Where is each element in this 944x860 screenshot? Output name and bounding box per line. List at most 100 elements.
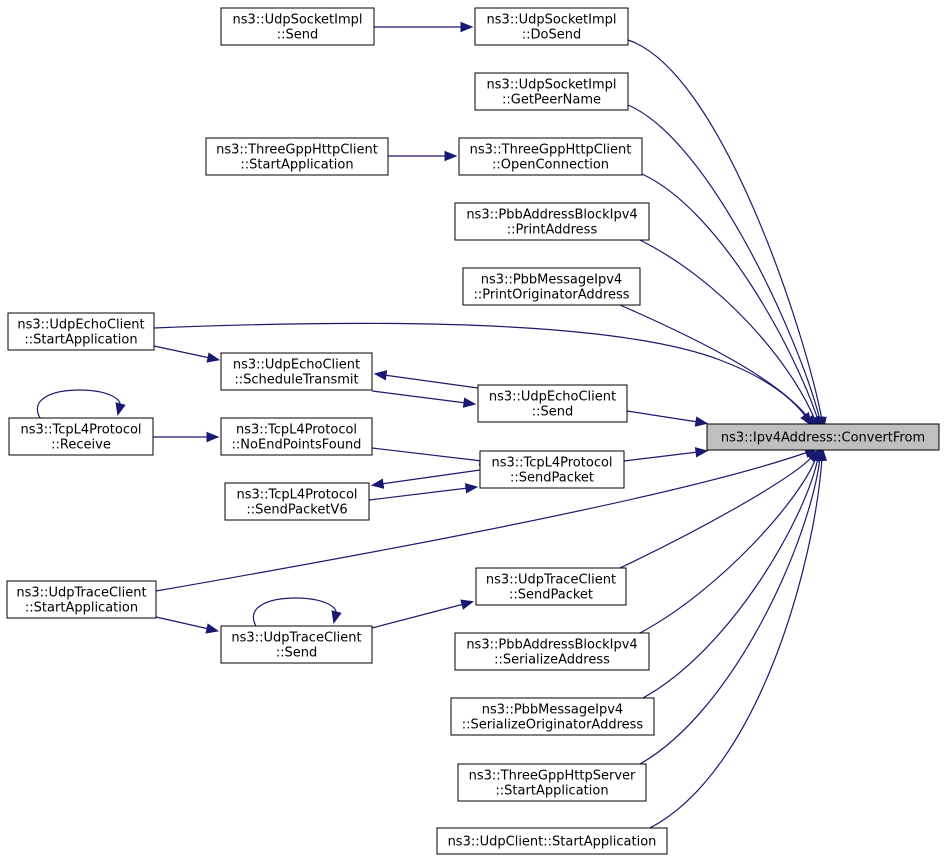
node-trace_send[interactable]: ns3::UdpTraceClient::Send (220, 625, 373, 664)
node-box (454, 202, 650, 241)
node-label-line: ns3::TcpL4Protocol (20, 423, 141, 438)
node-label-line: ns3::UdpSocketImpl (487, 78, 617, 93)
edge-line (641, 173, 819, 421)
node-label-line: ::GetPeerName (502, 93, 601, 108)
node-box (474, 7, 629, 46)
node-echo_startapp[interactable]: ns3::UdpEchoClient::StartApplication (7, 312, 155, 351)
arrowhead (373, 370, 388, 381)
edge-line (639, 457, 817, 634)
edge-line (619, 456, 813, 569)
edge-echo_startapp-to-convertfrom (153, 322, 813, 426)
node-label-line: ns3::UdpClient::StartApplication (448, 835, 657, 850)
node-box (475, 567, 627, 606)
node-label-line: ::NoEndPointsFound (232, 438, 362, 453)
edge-tcp_sendpacket-to-tcp_sendpacketv6 (370, 469, 481, 489)
node-label-line: ::Receive (51, 438, 111, 453)
node-box (457, 763, 647, 802)
node-box (458, 137, 643, 176)
edge-line (371, 603, 465, 629)
node-box (220, 625, 373, 664)
node-getpeername[interactable]: ns3::UdpSocketImpl::GetPeerName (474, 72, 629, 111)
node-box (8, 417, 154, 456)
node-udpclient_startapp[interactable]: ns3::UdpClient::StartApplication (436, 827, 668, 855)
arrowhead (115, 402, 126, 417)
node-udpsock_send[interactable]: ns3::UdpSocketImpl::Send (220, 7, 375, 46)
node-dosend[interactable]: ns3::UdpSocketImpl::DoSend (474, 7, 629, 46)
edge-tcp_noend-to-tcp_sendpacket (371, 447, 493, 466)
node-label-line: ns3::UdpEchoClient (489, 390, 616, 405)
edge-tcp_receive-to-tcp_receive (36, 389, 126, 419)
node-pbb_serializeorig[interactable]: ns3::PbbMessageIpv4::SerializeOriginator… (450, 697, 655, 736)
node-label-line: ns3::Ipv4Address::ConvertFrom (721, 431, 925, 446)
edge-trace_send-to-trace_send (252, 597, 342, 627)
node-tcp_noend[interactable]: ns3::TcpL4Protocol::NoEndPointsFound (220, 417, 373, 456)
node-tcp_sendpacket[interactable]: ns3::TcpL4Protocol::SendPacket (479, 450, 625, 489)
edge-trace_send-to-trace_sendpacket (371, 599, 474, 629)
node-box (454, 632, 650, 671)
node-label-line: ns3::ThreeGppHttpClient (216, 143, 378, 158)
edge-tcp_receive-to-tcp_noend (153, 431, 220, 443)
edge-line (383, 374, 479, 389)
edge-echo_startapp-to-echo_schedule (153, 345, 221, 363)
node-label-line: ::SendPacket (509, 588, 593, 603)
node-label-line: ns3::PbbMessageIpv4 (482, 703, 623, 718)
arrowhead (816, 447, 828, 461)
node-box (7, 312, 155, 351)
node-pbb_printaddress[interactable]: ns3::PbbAddressBlockIpv4::PrintAddress (454, 202, 650, 241)
edge-echo_send-to-echo_schedule (373, 370, 479, 389)
node-box (224, 482, 370, 521)
edge-line (368, 487, 469, 501)
node-box (436, 827, 668, 855)
node-box (462, 267, 641, 306)
node-label-line: ns3::UdpSocketImpl (487, 13, 617, 28)
node-label-line: ::StartApplication (495, 784, 608, 799)
node-http_startapp[interactable]: ns3::ThreeGppHttpClient::StartApplicatio… (205, 137, 389, 176)
arrowhead (444, 150, 458, 162)
node-label-line: ::Send (276, 646, 318, 661)
node-label-line: ::StartApplication (25, 601, 138, 616)
edge-line (649, 457, 823, 829)
node-trace_startapp[interactable]: ns3::UdpTraceClient::StartApplication (6, 580, 157, 619)
node-convertfrom[interactable]: ns3::Ipv4Address::ConvertFrom (706, 423, 940, 451)
node-httpserver_startapp[interactable]: ns3::ThreeGppHttpServer::StartApplicatio… (457, 763, 647, 802)
node-echo_schedule[interactable]: ns3::UdpEchoClient::ScheduleTransmit (220, 352, 373, 391)
edge-line (380, 469, 481, 485)
node-tcp_sendpacketv6[interactable]: ns3::TcpL4Protocol::SendPacketV6 (224, 482, 370, 521)
node-pbb_printorig[interactable]: ns3::PbbMessageIpv4::PrintOriginatorAddr… (462, 267, 641, 306)
node-label-line: ns3::PbbAddressBlockIpv4 (466, 208, 637, 223)
edge-line (627, 39, 823, 421)
edge-echo_schedule-to-echo_send (371, 390, 477, 408)
node-label-line: ::Send (277, 28, 319, 43)
node-trace_sendpacket[interactable]: ns3::UdpTraceClient::SendPacket (475, 567, 627, 606)
node-label-line: ns3::ThreeGppHttpServer (469, 769, 636, 784)
node-tcp_receive[interactable]: ns3::TcpL4Protocol::Receive (8, 417, 154, 456)
edge-tcp_sendpacketv6-to-tcp_sendpacket (368, 483, 479, 501)
node-label-line: ::OpenConnection (492, 158, 609, 173)
node-label-line: ::StartApplication (240, 158, 353, 173)
node-box (205, 137, 389, 176)
node-label-line: ns3::UdpTraceClient (231, 631, 361, 646)
node-box (6, 580, 157, 619)
edge-tcp_sendpacket-to-convertfrom (623, 447, 709, 462)
node-openconnection[interactable]: ns3::ThreeGppHttpClient::OpenConnection (458, 137, 643, 176)
node-label-line: ns3::UdpEchoClient (17, 318, 144, 333)
node-label-line: ::StartApplication (24, 333, 137, 348)
arrowhead (462, 397, 477, 408)
edge-line (627, 104, 821, 421)
nodes-layer: ns3::Ipv4Address::ConvertFrom ns3::UdpSoc… (6, 7, 940, 855)
node-box (474, 72, 629, 111)
edge-udpsock_send-to-dosend (374, 21, 474, 33)
node-pbb_serializeaddr[interactable]: ns3::PbbAddressBlockIpv4::SerializeAddre… (454, 632, 650, 671)
edge-pbb_serializeaddr-to-convertfrom (639, 448, 821, 634)
edge-line (153, 345, 211, 359)
edge-httpserver_startapp-to-convertfrom (639, 447, 825, 765)
edge-line (639, 457, 821, 765)
node-box (479, 450, 625, 489)
node-label-line: ns3::TcpL4Protocol (236, 423, 357, 438)
edge-trace_startapp-to-trace_send (155, 616, 220, 634)
arrowhead (464, 483, 479, 494)
node-label-line: ::PrintAddress (507, 223, 598, 238)
node-echo_send[interactable]: ns3::UdpEchoClient::Send (477, 384, 628, 423)
node-label-line: ns3::UdpTraceClient (486, 573, 616, 588)
node-label-line: ns3::ThreeGppHttpClient (470, 143, 632, 158)
